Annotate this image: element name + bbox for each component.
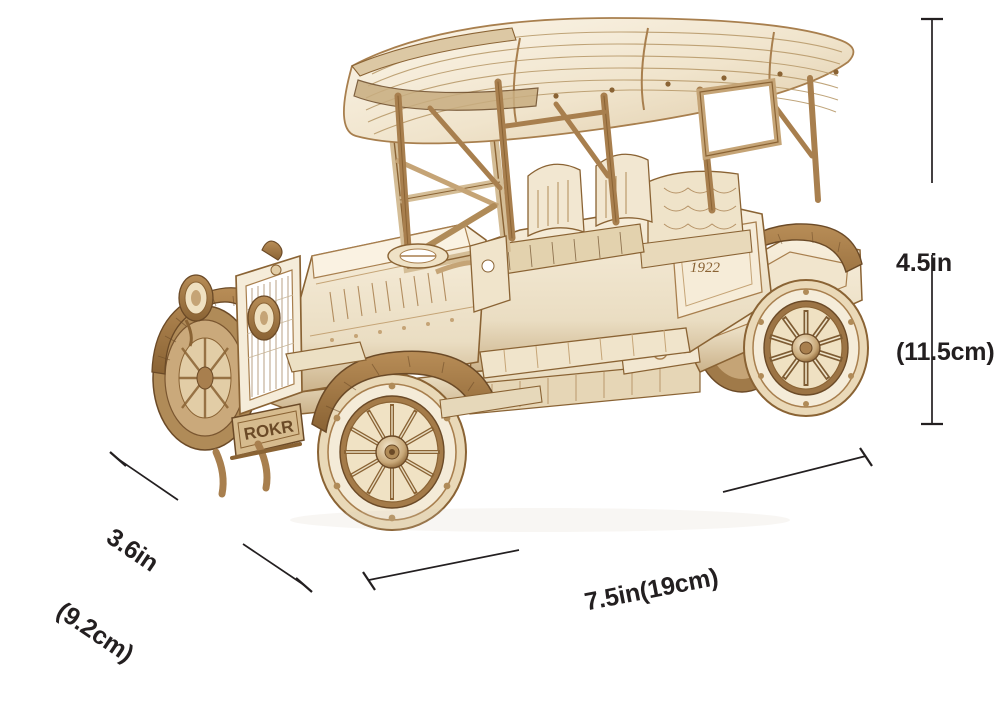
depth-metric: (9.2cm) [51, 596, 139, 668]
dim-line-width [362, 447, 873, 591]
rear-window-frame [696, 78, 782, 161]
roof-pins [553, 69, 839, 99]
license-plate: ROKR [231, 403, 305, 457]
dimension-label-width: 7.5in(19cm) [571, 505, 732, 676]
rear-seat [639, 170, 753, 269]
front-wheel-near [311, 350, 493, 531]
front-wheel-far [151, 287, 270, 451]
dim-line-depth [109, 451, 313, 593]
dimension-lines [109, 17, 943, 593]
rear-wheel-near [743, 279, 869, 417]
dimension-label-height: 4.5in (11.5cm) [896, 190, 995, 426]
side-step [479, 327, 691, 379]
product-dimension-diagram: 1922 [51, 17, 995, 668]
headlamp-left [178, 274, 214, 347]
width-combined: 7.5in(19cm) [582, 563, 721, 617]
front-bumper [212, 440, 302, 498]
depth-inches: 3.6in [101, 522, 164, 578]
dashboard [469, 235, 511, 313]
year-badge-text: 1922 [690, 260, 721, 276]
model-illustration: 1922 [109, 17, 943, 593]
hood-rivets [330, 318, 454, 342]
height-metric: (11.5cm) [896, 337, 995, 366]
running-board [285, 341, 543, 419]
dim-line-height [921, 17, 943, 426]
headlamp-right [247, 295, 281, 341]
wheel-bolts [333, 382, 451, 522]
height-inches: 4.5in [896, 249, 952, 277]
hood-louvers [329, 270, 447, 323]
